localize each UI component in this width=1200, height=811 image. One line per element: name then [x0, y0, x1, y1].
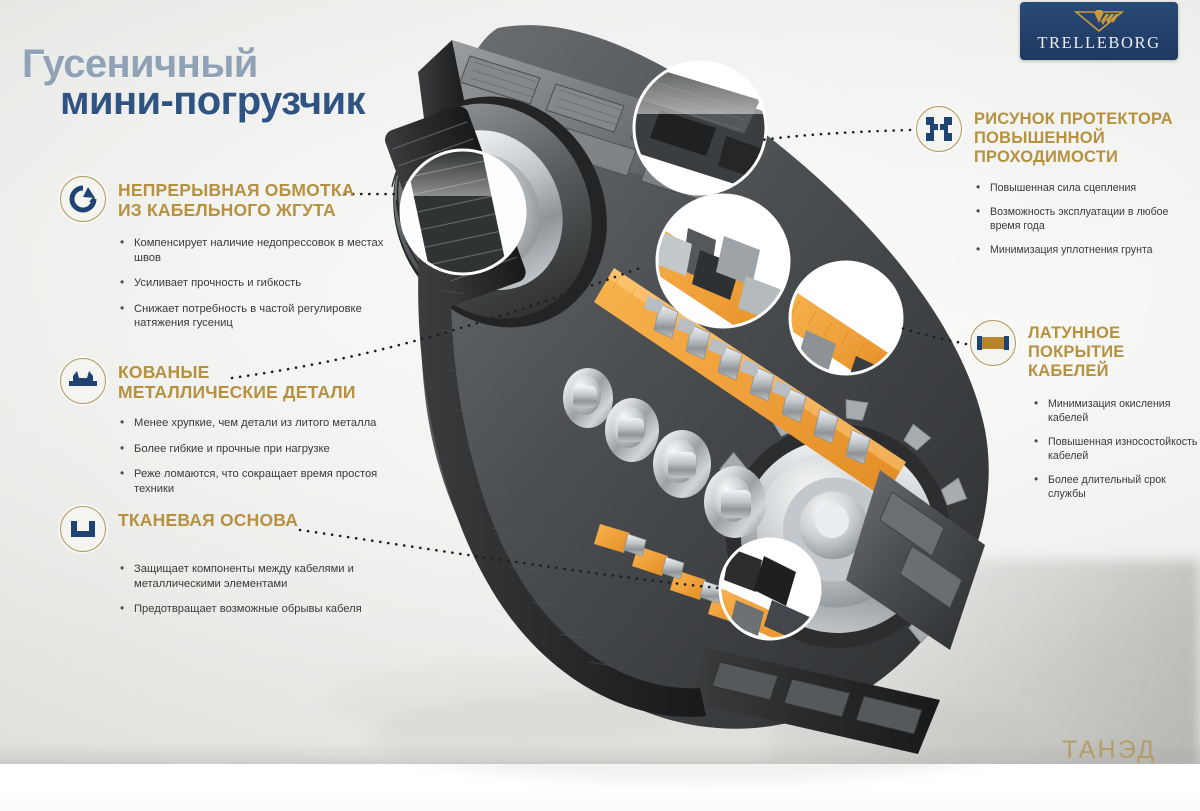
callout-brass-cable-coating[interactable]: ЛАТУННОЕ ПОКРЫТИЕ КАБЕЛЕЙ Минимизация ок…	[970, 320, 1198, 511]
brass-cable-icon	[970, 320, 1016, 366]
callout-title-line-1: НЕПРЕРЫВНАЯ ОБМОТКА	[118, 180, 355, 200]
trelleborg-logo: TRELLEBORG	[1020, 2, 1178, 60]
list-item: Компенсирует наличие недопрессовок в мес…	[118, 235, 390, 265]
callout-title-line-2: ПОКРЫТИЕ	[1028, 343, 1125, 361]
list-item: Более длительный срок службы	[1032, 472, 1198, 501]
callout-continuous-winding[interactable]: НЕПРЕРЫВНАЯ ОБМОТКА ИЗ КАБЕЛЬНОГО ЖГУТА …	[60, 176, 390, 342]
background-floor-strip	[0, 764, 1200, 811]
callout-title-line-2: ИЗ КАБЕЛЬНОГО ЖГУТА	[118, 200, 336, 220]
callout-bullet-list: Минимизация окисления кабелей Повышенная…	[1032, 396, 1198, 501]
callout-title-line-2: МЕТАЛЛИЧЕСКИЕ ДЕТАЛИ	[118, 382, 356, 402]
callout-header: ЛАТУННОЕ ПОКРЫТИЕ КАБЕЛЕЙ	[970, 320, 1198, 381]
callout-title-line-2: ПОВЫШЕННОЙ	[974, 129, 1105, 147]
callout-header: РИСУНОК ПРОТЕКТОРА ПОВЫШЕННОЙ ПРОХОДИМОС…	[916, 106, 1186, 167]
list-item: Реже ломаются, что сокращает время прост…	[118, 466, 390, 496]
callout-header: ТКАНЕВАЯ ОСНОВА	[60, 506, 390, 552]
callout-title-line-1: КОВАНЫЕ	[118, 362, 210, 382]
tread-blocks-icon	[916, 106, 962, 152]
callout-title: ЛАТУННОЕ ПОКРЫТИЕ КАБЕЛЕЙ	[1028, 324, 1124, 381]
list-item: Снижает потребность в частой регулировке…	[118, 301, 390, 331]
callout-title: КОВАНЫЕ МЕТАЛЛИЧЕСКИЕ ДЕТАЛИ	[118, 362, 356, 402]
callout-tread-pattern[interactable]: РИСУНОК ПРОТЕКТОРА ПОВЫШЕННОЙ ПРОХОДИМОС…	[916, 106, 1186, 267]
callout-title-line-3: ПРОХОДИМОСТИ	[974, 148, 1119, 166]
title-line-2: мини-погрузчик	[60, 79, 366, 123]
list-item: Возможность эксплуатации в любое время г…	[974, 204, 1186, 233]
callout-bullet-list: Компенсирует наличие недопрессовок в мес…	[118, 235, 390, 331]
list-item: Защищает компоненты между кабелями и мет…	[118, 561, 390, 591]
callout-title-line-3: КАБЕЛЕЙ	[1028, 362, 1109, 380]
trelleborg-mark-icon	[1070, 9, 1128, 32]
forged-link-icon	[60, 358, 106, 404]
taned-watermark: ТАНЭД	[1062, 736, 1157, 764]
fabric-trough-icon	[60, 506, 106, 552]
page-title: Гусеничный мини-погрузчик	[22, 42, 366, 123]
callout-forged-metal-parts[interactable]: КОВАНЫЕ МЕТАЛЛИЧЕСКИЕ ДЕТАЛИ Менее хрупк…	[60, 358, 390, 507]
callout-title-line-1: ЛАТУННОЕ	[1028, 324, 1121, 342]
callout-header: НЕПРЕРЫВНАЯ ОБМОТКА ИЗ КАБЕЛЬНОГО ЖГУТА	[60, 176, 390, 222]
callout-title-line-1: ТКАНЕВАЯ ОСНОВА	[118, 510, 299, 530]
callout-bullet-list: Повышенная сила сцепления Возможность эк…	[974, 180, 1186, 257]
list-item: Менее хрупкие, чем детали из литого мета…	[118, 415, 390, 431]
callout-fabric-base[interactable]: ТКАНЕВАЯ ОСНОВА Защищает компоненты межд…	[60, 506, 390, 628]
list-item: Более гибкие и прочные при нагрузке	[118, 441, 390, 457]
circular-arrow-icon	[60, 176, 106, 222]
list-item: Минимизация окисления кабелей	[1032, 396, 1198, 425]
list-item: Повышенная износостойкость кабелей	[1032, 434, 1198, 463]
callout-header: КОВАНЫЕ МЕТАЛЛИЧЕСКИЕ ДЕТАЛИ	[60, 358, 390, 404]
list-item: Минимизация уплотнения грунта	[974, 242, 1186, 257]
list-item: Усиливает прочность и гибкость	[118, 275, 390, 291]
callout-bullet-list: Защищает компоненты между кабелями и мет…	[118, 561, 390, 617]
logo-wordmark: TRELLEBORG	[1037, 32, 1161, 52]
list-item: Предотвращает возможные обрывы кабеля	[118, 601, 390, 617]
callout-title-line-1: РИСУНОК ПРОТЕКТОРА	[974, 110, 1173, 128]
callout-title: РИСУНОК ПРОТЕКТОРА ПОВЫШЕННОЙ ПРОХОДИМОС…	[974, 110, 1173, 167]
callout-title: ТКАНЕВАЯ ОСНОВА	[118, 510, 298, 530]
list-item: Повышенная сила сцепления	[974, 180, 1186, 195]
callout-title: НЕПРЕРЫВНАЯ ОБМОТКА ИЗ КАБЕЛЬНОГО ЖГУТА	[118, 180, 355, 220]
title-line-1: Гусеничный	[22, 42, 258, 86]
callout-bullet-list: Менее хрупкие, чем детали из литого мета…	[118, 415, 390, 496]
